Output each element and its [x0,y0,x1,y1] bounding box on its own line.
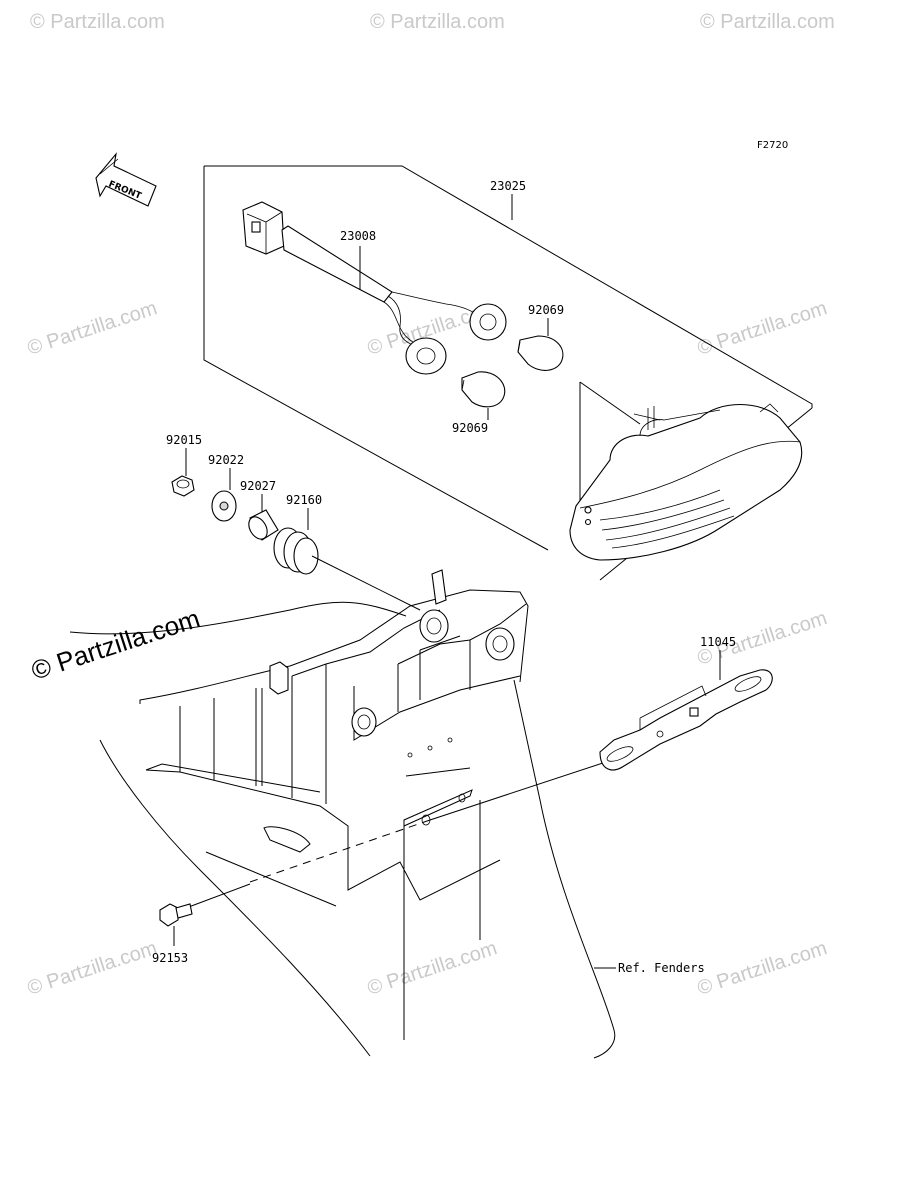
watermark-2: © Partzilla.com [370,11,505,33]
watermark-4: © Partzilla.com [25,297,160,360]
label-92153: 92153 [152,951,188,965]
washer-92022 [211,490,237,522]
rear-fender-bracket [69,569,616,1059]
bulb-92069-b [461,371,506,408]
tail-light-lens [569,381,803,561]
label-23025: 23025 [490,179,526,193]
label-11045: 11045 [700,635,736,649]
watermark-3: © Partzilla.com [700,11,835,33]
dashed-mount-line [249,819,431,883]
label-23008: 23008 [340,229,376,243]
bolt-92153 [159,903,193,927]
watermark-6: © Partzilla.com [695,297,830,360]
watermark-8: © Partzilla.com [25,937,160,1000]
label-92027: 92027 [240,479,276,493]
front-arrow-icon: FRONT [95,152,157,207]
license-bracket-line [429,759,613,821]
label-ref-fenders: Ref. Fenders [618,961,705,975]
figure-code: F2720 [757,140,788,151]
label-92069-b: 92069 [452,421,488,435]
bolt-leader [185,883,251,909]
wire-harness-23008 [242,201,507,375]
nut-92015 [171,475,195,497]
grommet-92160 [273,527,421,611]
watermark-10: © Partzilla.com [695,937,830,1000]
collar-92027 [248,509,279,541]
label-92160: 92160 [286,493,322,507]
watermark-9: © Partzilla.com [365,937,500,1000]
label-92015: 92015 [166,433,202,447]
bulb-92069-a [517,335,564,371]
watermark-large: © Partzilla.com [28,603,204,686]
watermark-1: © Partzilla.com [30,11,165,33]
license-bracket-11045 [599,669,773,771]
label-92022: 92022 [208,453,244,467]
label-92069-a: 92069 [528,303,564,317]
